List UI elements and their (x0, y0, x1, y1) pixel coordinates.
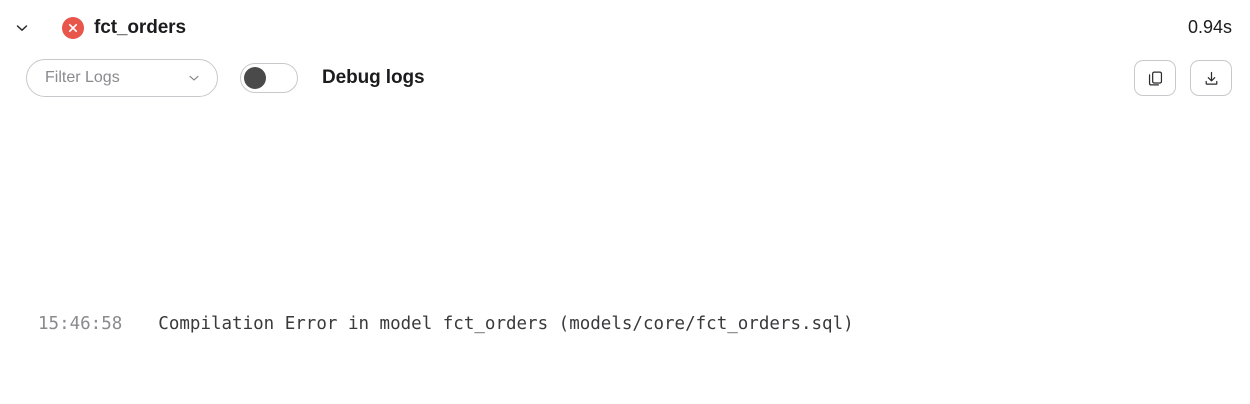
clipped-log-line: — — . (176, 101, 671, 110)
debug-logs-label: Debug logs (322, 67, 425, 88)
chevron-down-icon (14, 20, 30, 36)
debug-logs-toggle[interactable] (240, 63, 298, 93)
download-logs-button[interactable] (1190, 60, 1232, 96)
log-panel-header: fct_orders 0.94s (0, 0, 1250, 55)
download-icon (1203, 70, 1220, 87)
page-title: fct_orders (94, 16, 186, 38)
log-toolbar: Filter Logs Debug logs (0, 55, 1250, 101)
run-duration: 0.94s (1187, 17, 1232, 37)
toggle-knob (244, 67, 266, 89)
filter-logs-label: Filter Logs (45, 69, 120, 86)
filter-logs-select[interactable]: Filter Logs (26, 59, 218, 97)
error-circle-x-icon (62, 16, 84, 39)
log-line: 15:46:58 Compilation Error in model fct_o… (0, 308, 1250, 340)
log-scroll-content: 15:46:58 Compilation Error in model fct_o… (0, 229, 1250, 404)
copy-logs-button[interactable] (1134, 60, 1176, 96)
copy-icon (1147, 70, 1164, 87)
chevron-down-icon (187, 71, 201, 85)
log-timestamp: 15:46:58 (38, 314, 123, 334)
log-output[interactable]: — — . 15:46:58 Compilation Error in model… (0, 101, 1250, 404)
log-line-text: Compilation Error in model fct_orders (m… (158, 314, 854, 334)
collapse-toggle-button[interactable] (8, 14, 36, 42)
